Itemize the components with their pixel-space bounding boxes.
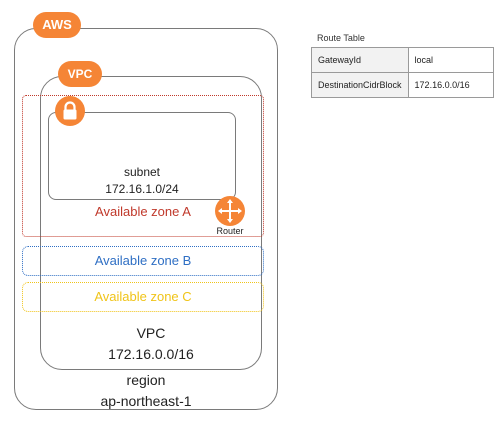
available-zone-c: Available zone C <box>22 282 264 312</box>
table-row: GatewayId local <box>311 47 494 73</box>
subnet-box <box>48 112 236 200</box>
vpc-badge: VPC <box>58 61 102 87</box>
region-label: region <box>126 372 166 388</box>
route-value-gatewayid: local <box>407 47 494 73</box>
vpc-cidr: 172.16.0.0/16 <box>108 346 194 362</box>
route-table-title: Route Table <box>317 33 365 43</box>
router-label: Router <box>216 226 244 236</box>
subnet-cidr: 172.16.1.0/24 <box>105 182 179 196</box>
vpc-frame <box>40 76 262 370</box>
router-icon[interactable] <box>215 196 245 226</box>
route-table: GatewayId local DestinationCidrBlock 172… <box>311 47 494 98</box>
aws-badge: AWS <box>33 12 81 38</box>
available-zone-a-label: Available zone A <box>95 204 191 219</box>
route-key-destination: DestinationCidrBlock <box>311 72 409 98</box>
table-row: DestinationCidrBlock 172.16.0.0/16 <box>311 72 494 98</box>
subnet-label: subnet <box>123 165 161 179</box>
vpc-label: VPC <box>136 325 166 341</box>
route-value-destination: 172.16.0.0/16 <box>407 72 494 98</box>
route-key-gatewayid: GatewayId <box>311 47 409 73</box>
lock-icon <box>55 96 85 126</box>
aws-cloud-frame <box>14 28 278 410</box>
available-zone-c-label: Available zone C <box>94 289 192 304</box>
region-name: ap-northeast-1 <box>100 393 192 409</box>
available-zone-a: Available zone A <box>22 95 264 237</box>
available-zone-b: Available zone B <box>22 246 264 276</box>
available-zone-b-label: Available zone B <box>94 253 192 268</box>
